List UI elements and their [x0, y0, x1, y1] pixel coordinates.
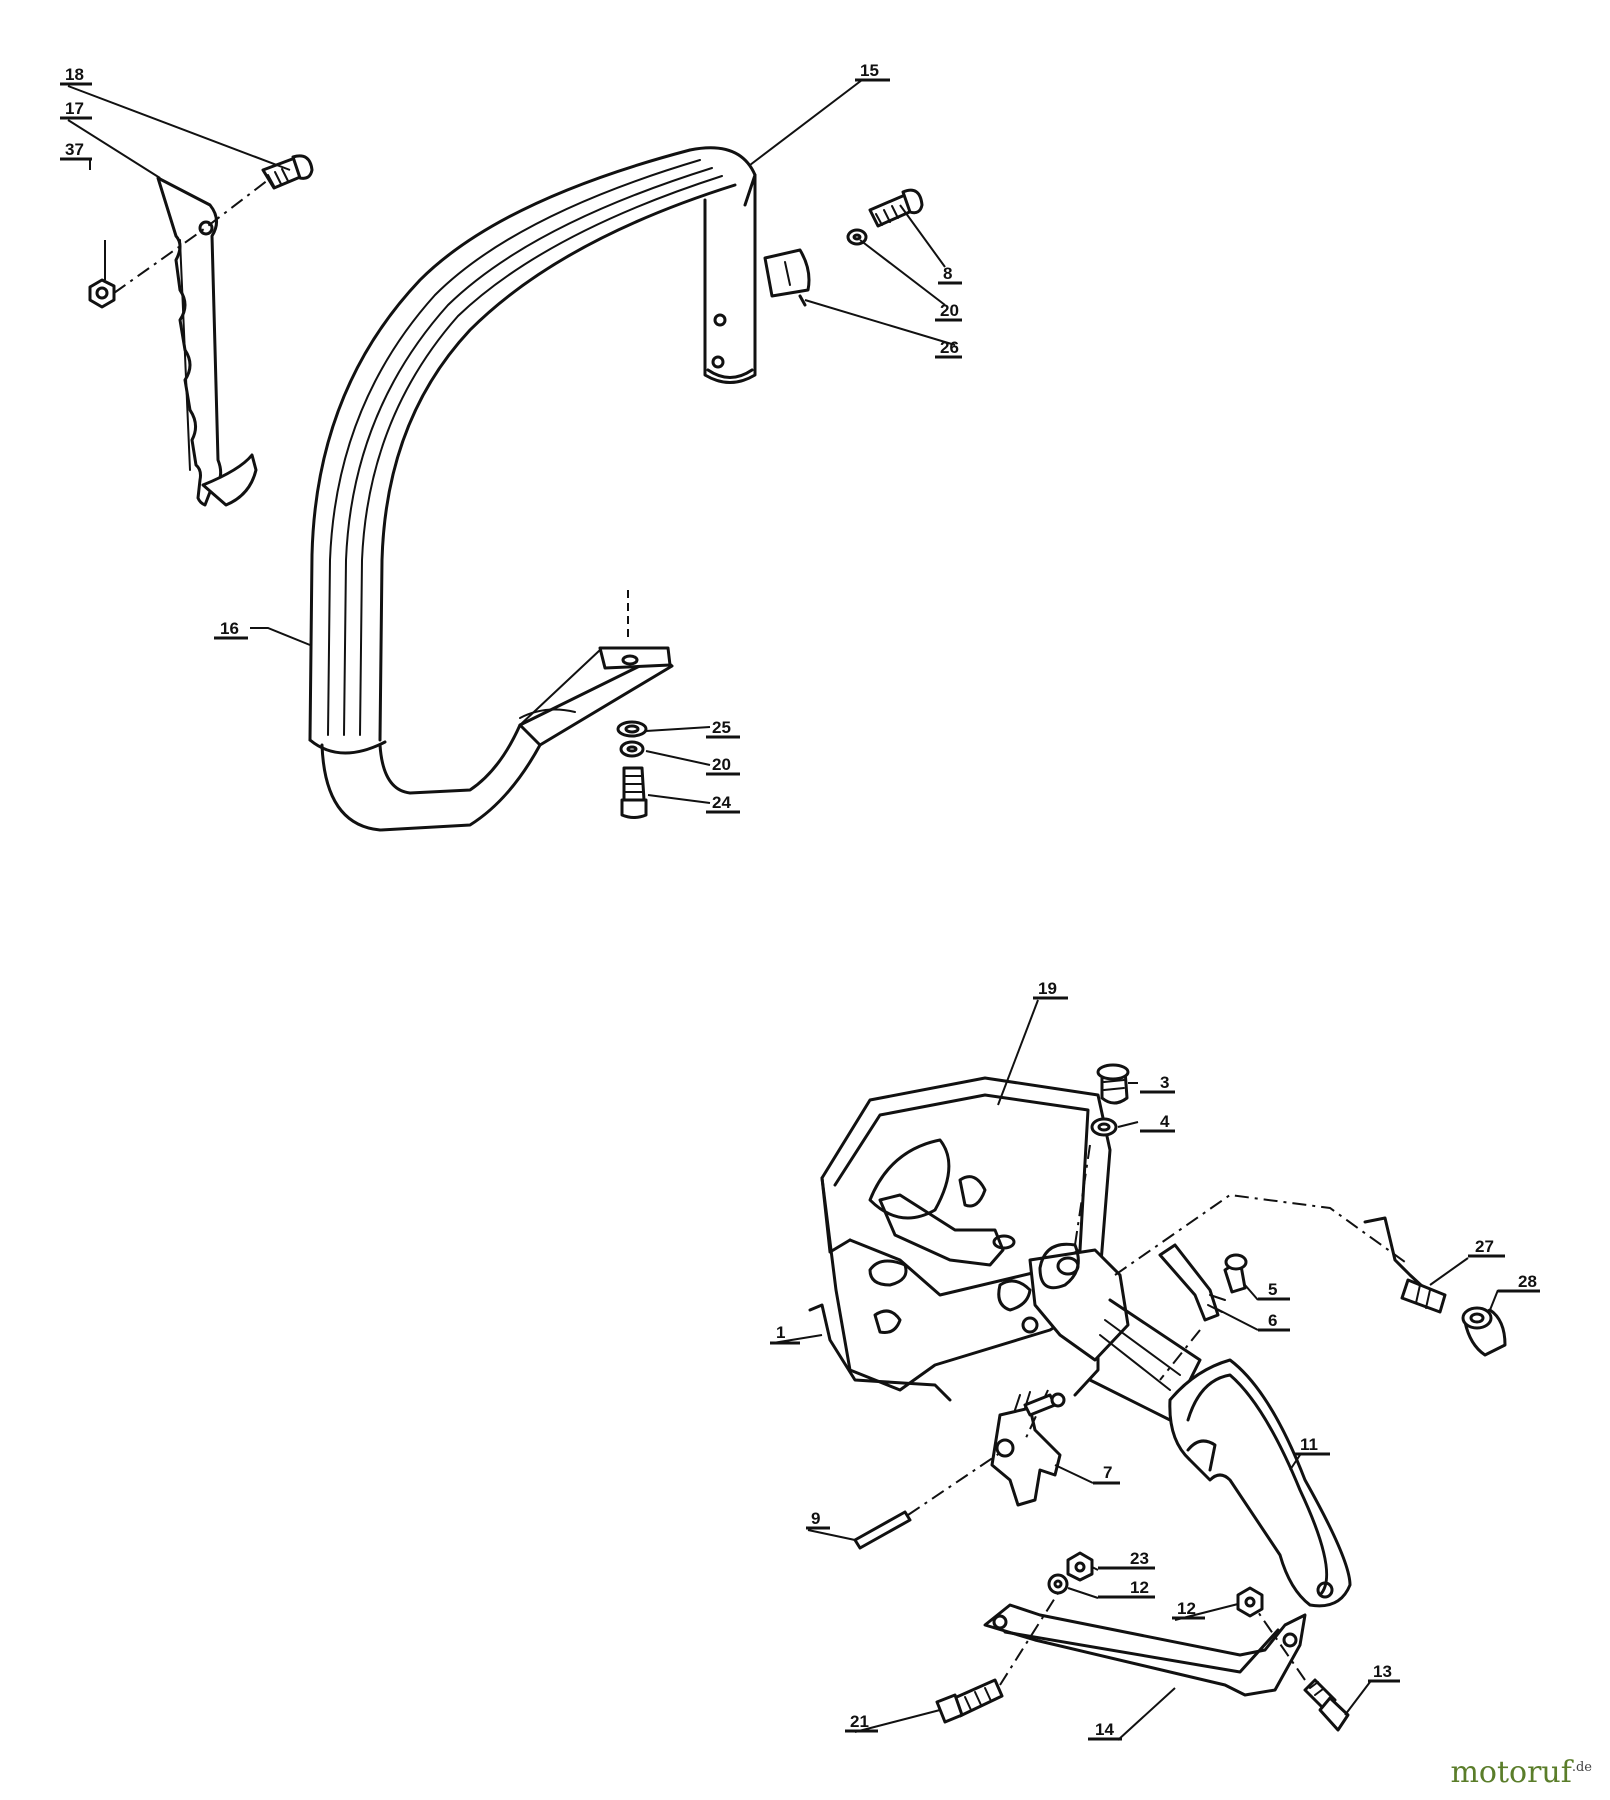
screw-small: [1023, 1392, 1066, 1417]
filler-cap-3: [1096, 1063, 1130, 1105]
callout-14: 14: [1095, 1720, 1114, 1739]
axis-line-spring: [1159, 1329, 1201, 1381]
callout-13: 13: [1373, 1662, 1392, 1681]
leader-lines: [67, 79, 1499, 1741]
watermark-logo: motoruf.de: [1450, 1755, 1592, 1790]
tank-housing: [820, 1076, 1112, 1397]
callout-23: 23: [1130, 1549, 1149, 1568]
choke-rod-1: [808, 1303, 952, 1402]
callout-12-left: 12: [1130, 1578, 1149, 1597]
callout-25: 25: [712, 718, 731, 737]
callout-24: 24: [712, 793, 731, 812]
callout-20-top: 20: [940, 301, 959, 320]
callout-5: 5: [1268, 1280, 1277, 1299]
callout-9: 9: [811, 1509, 820, 1528]
callout-1: 1: [776, 1323, 785, 1342]
axis-line-bolt13: [1257, 1611, 1306, 1681]
callout-27: 27: [1475, 1237, 1494, 1256]
bolt-18: [261, 154, 314, 190]
washer-25: [616, 720, 648, 738]
callout-7: 7: [1103, 1463, 1112, 1482]
bolt-13: [1303, 1678, 1350, 1732]
nut-left: [88, 278, 116, 309]
callout-19: 19: [1038, 979, 1057, 998]
callout-15: 15: [860, 61, 879, 80]
axis-line-left: [113, 179, 269, 294]
front-handle-bar: [308, 146, 757, 832]
callout-26: 26: [940, 338, 959, 357]
axis-line-cap: [1074, 1144, 1091, 1246]
callout-8: 8: [943, 264, 952, 283]
callout-4: 4: [1160, 1112, 1170, 1131]
callout-12-right: 12: [1177, 1599, 1196, 1618]
axis-line-pin: [907, 1452, 1001, 1516]
pin-9: [853, 1510, 912, 1550]
rear-handle-grip: [997, 1242, 1352, 1608]
bolt-8: [868, 188, 924, 228]
callout-20-bottom: 20: [712, 755, 731, 774]
washer-12-left: [1047, 1573, 1069, 1595]
rod-27: [1363, 1216, 1447, 1314]
bottom-handle-14: [983, 1603, 1307, 1697]
axis-line-bolt21: [999, 1589, 1061, 1686]
callout-labels: 18 17 37 15 8 20 26 16 25 20 24 19 3 4 2…: [60, 61, 1540, 1741]
hand-guard-plate: [156, 176, 258, 507]
gasket-4: [1090, 1117, 1118, 1137]
nut-23: [1066, 1551, 1094, 1582]
watermark-suffix: .de: [1571, 1760, 1592, 1775]
bolt-21: [935, 1678, 1004, 1724]
clip-26: [763, 248, 811, 307]
lock-washer-20-bottom: [619, 740, 645, 758]
callout-17: 17: [65, 99, 84, 118]
washer-12-right: [1236, 1586, 1264, 1618]
screw-5: [1223, 1253, 1248, 1294]
axis-line-rod: [1114, 1193, 1406, 1276]
callout-3: 3: [1160, 1073, 1169, 1092]
callout-28: 28: [1518, 1272, 1537, 1291]
cap-28: [1461, 1306, 1507, 1357]
callout-18: 18: [65, 65, 84, 84]
callout-11: 11: [1300, 1435, 1318, 1454]
callout-6: 6: [1268, 1311, 1277, 1330]
callout-21: 21: [850, 1712, 869, 1731]
watermark-text: motoruf: [1450, 1755, 1572, 1790]
callout-16: 16: [220, 619, 239, 638]
bolt-24: [620, 766, 648, 819]
callout-37: 37: [65, 140, 84, 159]
